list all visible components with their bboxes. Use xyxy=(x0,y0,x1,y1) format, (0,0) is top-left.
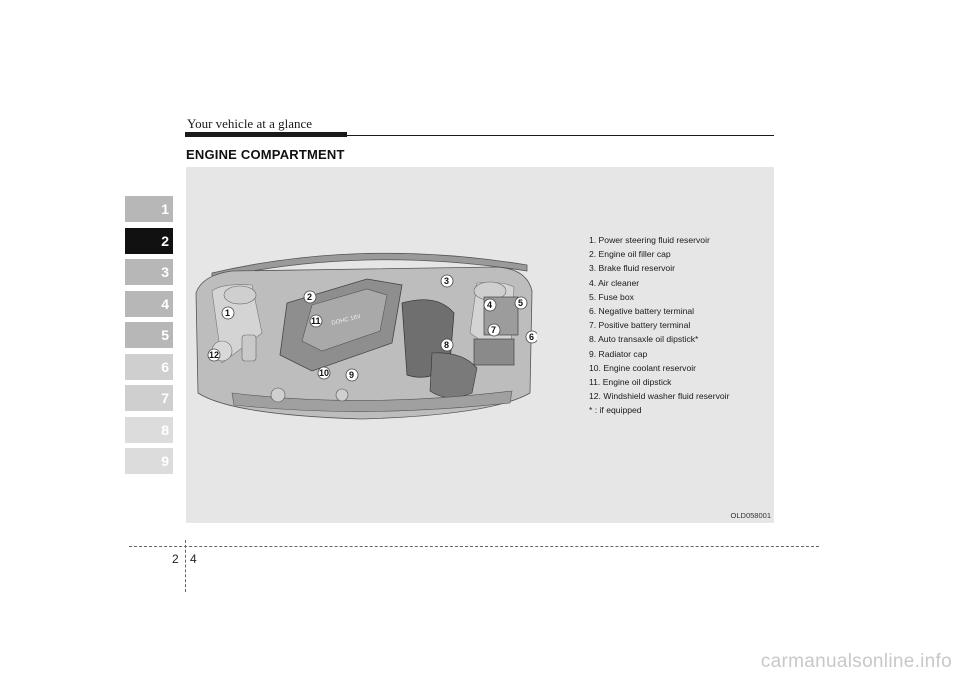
legend-item: 8. Auto transaxle oil dipstick* xyxy=(589,334,699,345)
svg-text:1: 1 xyxy=(225,308,230,318)
legend-footnote: * : if equipped xyxy=(589,405,642,416)
svg-text:9: 9 xyxy=(349,370,354,380)
watermark: carmanualsonline.info xyxy=(760,651,952,672)
svg-text:7: 7 xyxy=(491,325,496,335)
chapter-tab-7[interactable]: 7 xyxy=(125,385,173,411)
header-rule xyxy=(347,135,774,136)
svg-text:8: 8 xyxy=(444,340,449,350)
legend-item: 12. Windshield washer fluid reservoir xyxy=(589,391,730,402)
engine-illustration: DOHC 16V 1 2 3 4 5 6 7 8 9 10 11 12 xyxy=(195,252,537,420)
chapter-tab-9[interactable]: 9 xyxy=(125,448,173,474)
svg-text:10: 10 xyxy=(319,368,329,378)
header-bar xyxy=(185,132,347,137)
legend-item: 10. Engine coolant reservoir xyxy=(589,362,697,373)
legend-item: 6. Negative battery terminal xyxy=(589,306,695,317)
svg-text:4: 4 xyxy=(487,300,492,310)
legend-item: 9. Radiator cap xyxy=(589,348,648,359)
callout-9: 9 xyxy=(345,368,359,382)
chapter-tab-5[interactable]: 5 xyxy=(125,322,173,348)
callout-7: 7 xyxy=(487,323,501,337)
callout-10: 10 xyxy=(317,366,331,380)
component-legend: 1. Power steering fluid reservoir 2. Eng… xyxy=(589,233,729,418)
svg-text:11: 11 xyxy=(311,316,321,326)
chapter-tab-3[interactable]: 3 xyxy=(125,259,173,285)
callout-2: 2 xyxy=(303,290,317,304)
svg-text:6: 6 xyxy=(529,332,534,342)
chapter-tab-6[interactable]: 6 xyxy=(125,353,173,380)
callout-6: 6 xyxy=(525,330,537,344)
chapter-tab-1[interactable]: 1 xyxy=(125,196,173,222)
legend-item: 7. Positive battery terminal xyxy=(589,320,691,331)
svg-text:3: 3 xyxy=(444,276,449,286)
engine-image-panel: DOHC 16V 1 2 3 4 5 6 7 8 9 10 11 12 1. P… xyxy=(186,167,774,523)
legend-item: 4. Air cleaner xyxy=(589,277,640,288)
footer-divider xyxy=(129,546,819,547)
svg-text:2: 2 xyxy=(307,292,312,302)
legend-item: 2. Engine oil filler cap xyxy=(589,249,671,260)
image-code: OLD058001 xyxy=(730,511,771,520)
callout-8: 8 xyxy=(440,338,454,352)
chapter-tab-2[interactable]: 2 xyxy=(125,227,173,254)
legend-item: 3. Brake fluid reservoir xyxy=(589,263,675,274)
section-header: Your vehicle at a glance xyxy=(187,116,313,131)
chapter-tabs: 1 2 3 4 5 6 7 8 9 xyxy=(125,196,173,480)
chapter-tab-8[interactable]: 8 xyxy=(125,416,173,443)
svg-text:5: 5 xyxy=(518,298,523,308)
footer-vertical-divider xyxy=(185,540,186,592)
callout-4: 4 xyxy=(483,298,497,312)
page-number: 4 xyxy=(190,552,197,566)
callout-5: 5 xyxy=(514,296,528,310)
callout-11: 11 xyxy=(309,314,323,328)
legend-item: 1. Power steering fluid reservoir xyxy=(589,235,710,245)
page-title: ENGINE COMPARTMENT xyxy=(186,147,345,162)
callout-3: 3 xyxy=(440,274,454,288)
callout-12: 12 xyxy=(207,348,221,362)
legend-item: 5. Fuse box xyxy=(589,291,634,302)
page-chapter-number: 2 xyxy=(172,552,179,566)
svg-text:12: 12 xyxy=(209,350,219,360)
chapter-tab-4[interactable]: 4 xyxy=(125,290,173,317)
callout-1: 1 xyxy=(221,306,235,320)
legend-item: 11. Engine oil dipstick xyxy=(589,377,672,388)
